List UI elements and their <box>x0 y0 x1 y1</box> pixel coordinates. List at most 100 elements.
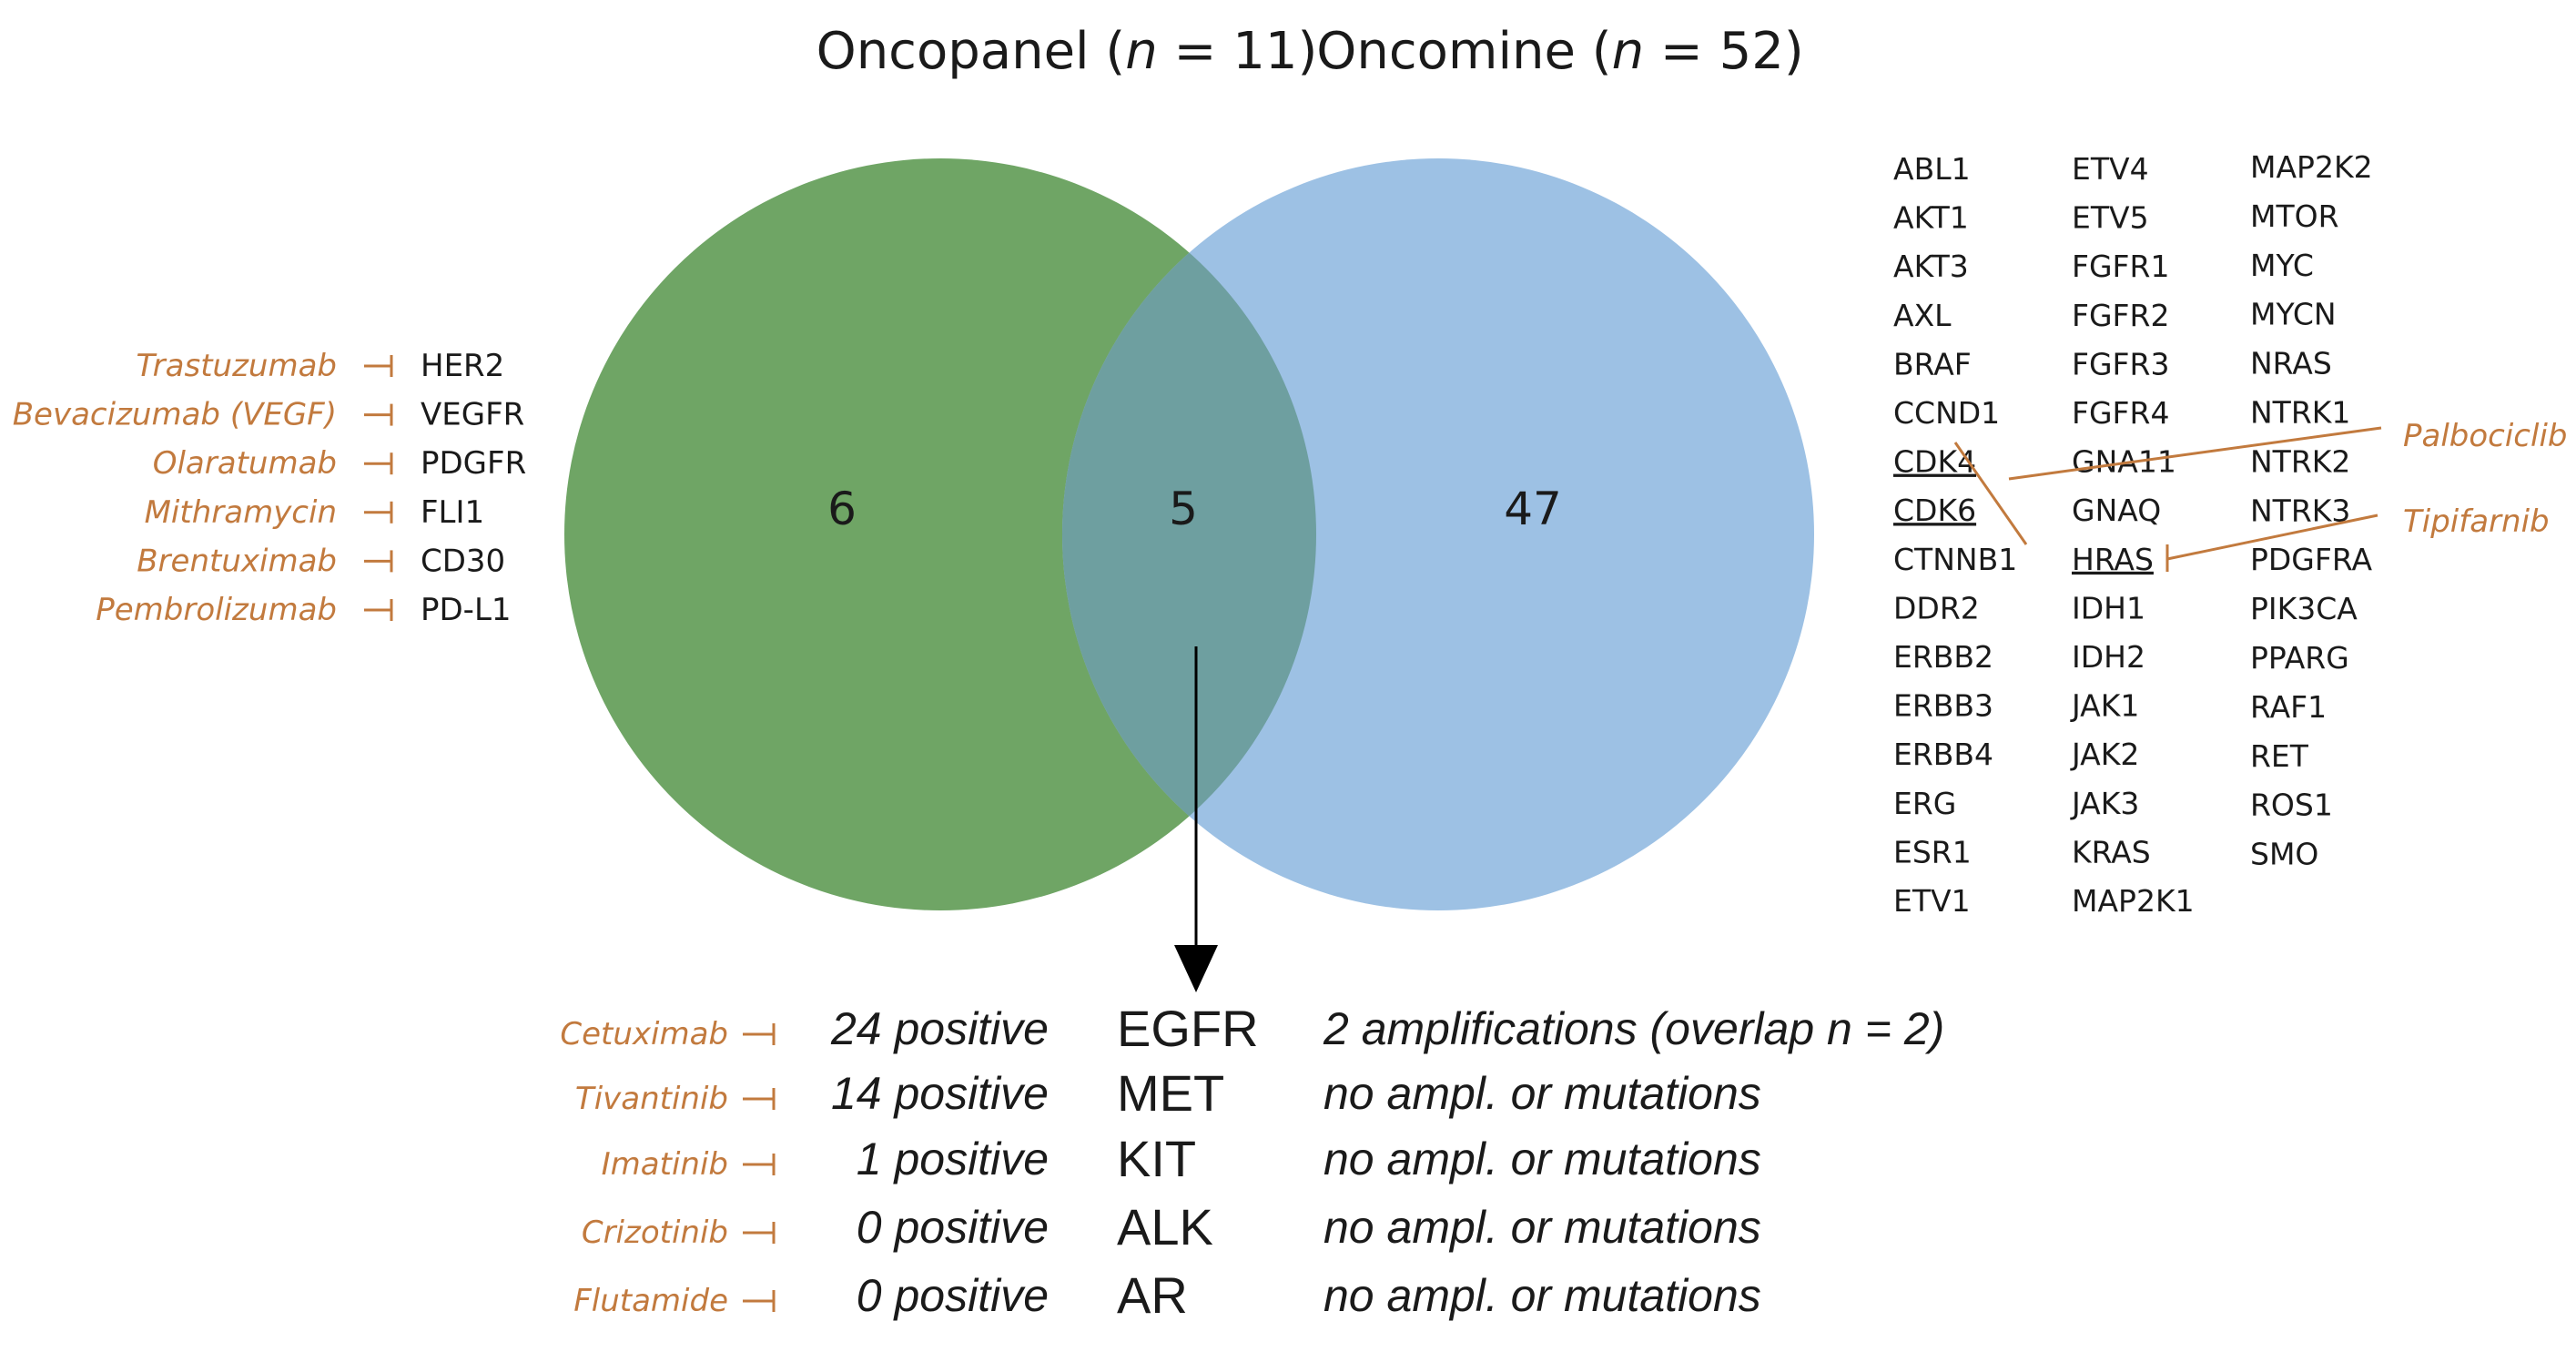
gene-name: PDGFRA <box>2250 542 2372 577</box>
gene-name: ABL1 <box>1893 151 1971 187</box>
table-note: no ampl. or mutations <box>1323 1068 1761 1119</box>
gene-name: ETV1 <box>1893 883 1971 919</box>
inhibitor-icon <box>743 1088 776 1110</box>
overlap-count: 5 <box>1169 483 1198 535</box>
table-note: no ampl. or mutations <box>1323 1270 1761 1321</box>
inhibitor-icon <box>364 452 393 475</box>
table-note: no ampl. or mutations <box>1323 1133 1761 1184</box>
left-drug-label: Olaratumab <box>153 445 337 482</box>
table-positive-count: 0 positive <box>857 1270 1049 1321</box>
inhibitor-icon <box>743 1023 776 1045</box>
table-positive-count: 1 positive <box>857 1133 1049 1184</box>
overlap-arrow-head <box>1174 945 1218 992</box>
gene-name: FGFR4 <box>2072 395 2169 431</box>
table-gene: KIT <box>1117 1130 1196 1187</box>
inhibitor-icon <box>743 1222 776 1244</box>
gene-name: PIK3CA <box>2250 591 2358 626</box>
left-drug-label: Brentuximab <box>137 543 337 579</box>
gene-name: FGFR3 <box>2072 346 2169 381</box>
gene-name: IDH1 <box>2072 590 2145 625</box>
table-gene: ALK <box>1117 1198 1213 1255</box>
table-gene: EGFR <box>1117 1000 1259 1057</box>
table-positive-count: 24 positive <box>830 1003 1049 1054</box>
gene-name: FGFR1 <box>2072 249 2169 284</box>
inhibitor-icon <box>364 599 393 621</box>
gene-name: NTRK1 <box>2250 395 2350 431</box>
gene-name: ERBB3 <box>1893 688 1993 724</box>
gene-name: HRAS <box>2072 542 2154 577</box>
table-drug-label: Imatinib <box>602 1146 728 1183</box>
left-drug-label: Pembrolizumab <box>96 592 337 628</box>
gene-name: RET <box>2250 738 2309 774</box>
left-target-gene: PD-L1 <box>421 592 512 628</box>
palbociclib-connector <box>1953 426 2382 545</box>
table-drug-label: Tivantinib <box>575 1081 728 1117</box>
gene-name: BRAF <box>1893 346 1972 381</box>
gene-name: SMO <box>2250 837 2318 872</box>
gene-name: JAK1 <box>2070 688 2139 724</box>
oncomine-title: Oncomine (n = 52) <box>1316 22 1803 81</box>
inhibitor-icon <box>364 403 393 426</box>
gene-name: CDK6 <box>1893 493 1976 528</box>
gene-name: MAP2K2 <box>2250 149 2373 185</box>
gene-name: CCND1 <box>1893 395 2000 431</box>
gene-name: FGFR2 <box>2072 298 2169 333</box>
gene-name: MTOR <box>2250 198 2339 234</box>
table-gene: MET <box>1117 1064 1224 1122</box>
inhibitor-icon <box>743 1290 776 1312</box>
table-positive-count: 0 positive <box>857 1202 1049 1253</box>
gene-name: CDK4 <box>1893 444 1976 480</box>
gene-name: KRAS <box>2072 834 2151 869</box>
gene-name: ESR1 <box>1893 834 1972 869</box>
table-drug-label: Crizotinib <box>582 1215 728 1251</box>
gene-name: ERBB4 <box>1893 737 1993 772</box>
gene-name: JAK3 <box>2070 786 2139 821</box>
left-drug-label: Bevacizumab (VEGF) <box>13 397 337 433</box>
tipifarnib-connector <box>2165 513 2378 572</box>
gene-name: AKT3 <box>1893 249 1969 284</box>
oncopanel-title: Oncopanel (n = 11) <box>816 22 1318 81</box>
inhibitor-icon <box>364 355 393 377</box>
overlap-region <box>1062 158 1316 910</box>
gene-name: MYCN <box>2250 297 2337 332</box>
left-target-gene: PDGFR <box>421 445 526 482</box>
table-note: 2 amplifications (overlap n = 2) <box>1323 1003 1944 1054</box>
gene-name: NTRK2 <box>2250 443 2350 479</box>
left-drug-label: Mithramycin <box>145 494 337 531</box>
gene-name: GNA11 <box>2072 444 2176 480</box>
gene-name: NTRK3 <box>2250 493 2350 528</box>
gene-name: DDR2 <box>1893 590 1980 625</box>
gene-name: ETV4 <box>2072 151 2149 187</box>
left-only-count: 6 <box>827 483 857 535</box>
gene-name: AKT1 <box>1893 200 1969 236</box>
gene-name: RAF1 <box>2250 689 2327 725</box>
left-target-gene: HER2 <box>421 348 504 384</box>
gene-name: ERBB2 <box>1893 639 1993 675</box>
palbociclib-label: Palbociclib <box>2403 418 2567 454</box>
inhibitor-icon <box>364 501 393 524</box>
table-drug-label: Flutamide <box>573 1283 728 1319</box>
gene-name: AXL <box>1893 298 1952 333</box>
left-drug-label: Trastuzumab <box>137 348 337 384</box>
gene-name: ROS1 <box>2250 788 2333 823</box>
gene-name: MYC <box>2250 248 2314 283</box>
left-target-gene: CD30 <box>421 543 505 579</box>
table-note: no ampl. or mutations <box>1323 1202 1761 1253</box>
gene-name: GNAQ <box>2072 493 2161 528</box>
gene-name: CTNNB1 <box>1893 542 2017 577</box>
gene-name: NRAS <box>2250 346 2332 381</box>
gene-name: ETV5 <box>2072 200 2149 236</box>
left-target-gene: VEGFR <box>421 397 524 433</box>
gene-name: MAP2K1 <box>2072 883 2195 919</box>
gene-name: JAK2 <box>2070 737 2139 772</box>
tipifarnib-label: Tipifarnib <box>2403 503 2550 540</box>
inhibitor-icon <box>364 550 393 573</box>
gene-name: ERG <box>1893 786 1956 821</box>
table-gene: AR <box>1117 1266 1188 1324</box>
gene-name: IDH2 <box>2072 639 2145 675</box>
left-target-gene: FLI1 <box>421 494 484 531</box>
